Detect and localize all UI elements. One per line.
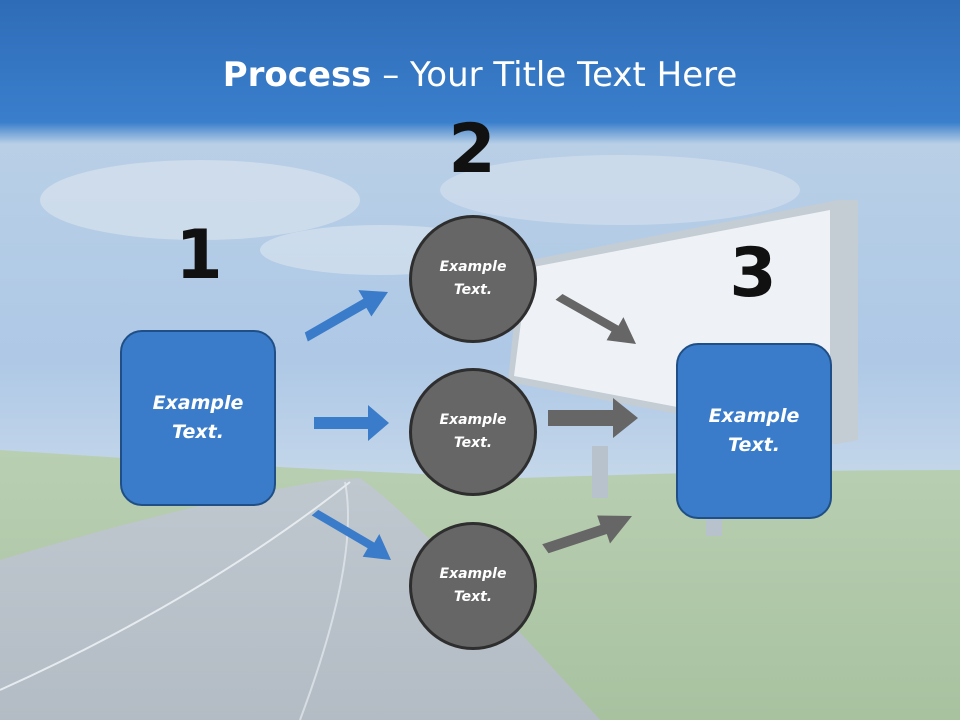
arrow-blue-right bbox=[314, 405, 389, 441]
step-1-box: Example Text. bbox=[120, 330, 276, 506]
arrow-blue-up-right bbox=[304, 290, 388, 342]
arrow-gray-up-right bbox=[542, 515, 632, 554]
step-number-3: 3 bbox=[729, 234, 777, 313]
step-2-node-bottom-label: Example Text. bbox=[439, 566, 507, 605]
step-2-node-middle-label: Example Text. bbox=[439, 412, 507, 451]
step-2-node-top: Example Text. bbox=[409, 215, 537, 343]
step-2-node-top-label: Example Text. bbox=[439, 259, 507, 298]
step-3-label: Example Text. bbox=[708, 405, 800, 456]
page-title: Process – Your Title Text Here bbox=[222, 55, 738, 95]
step-number-1: 1 bbox=[175, 216, 223, 295]
arrow-gray-down-right bbox=[555, 294, 636, 344]
arrow-blue-down-right bbox=[311, 509, 391, 560]
step-1-label: Example Text. bbox=[152, 392, 244, 443]
step-2-node-bottom: Example Text. bbox=[409, 522, 537, 650]
step-2-node-middle: Example Text. bbox=[409, 368, 537, 496]
step-number-2: 2 bbox=[448, 110, 496, 189]
arrow-gray-right bbox=[548, 398, 638, 438]
step-3-box: Example Text. bbox=[676, 343, 832, 519]
